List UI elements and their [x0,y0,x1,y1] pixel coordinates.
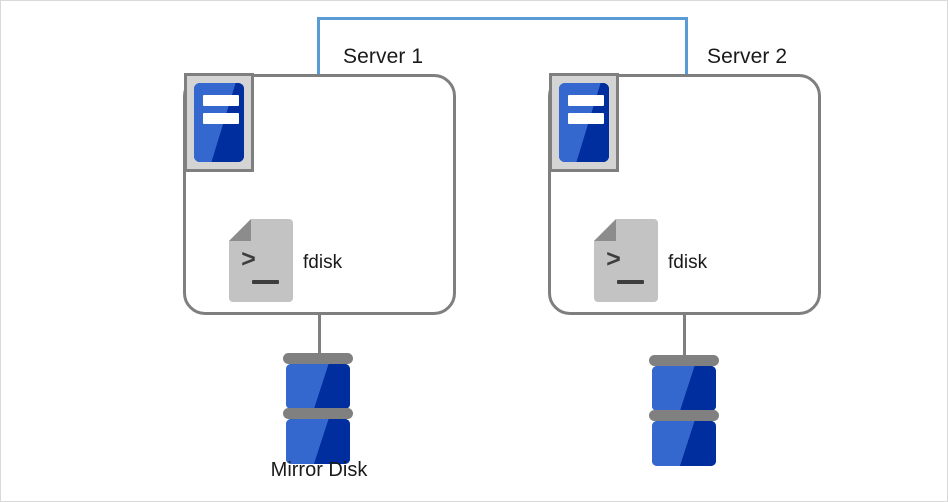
terminal-prompt-glyph: > [606,246,622,275]
server2-label: Server 2 [707,45,788,68]
server2-disk-cable [683,314,686,357]
disk-stack-icon-1 [283,353,353,464]
mirror-disk-label: Mirror Disk [270,459,368,481]
server1-disk-cable [318,314,321,355]
server-chassis-bay-2 [568,113,604,124]
disk1-platter-1-sheen [286,364,350,409]
disk1-platter-2-sheen [286,419,350,464]
interconnect-right-segment [685,17,688,76]
server-chassis-body [559,83,609,162]
server1-label: Server 1 [343,45,424,68]
disk2-bar-top [649,355,719,366]
terminal-cursor-glyph [617,280,644,284]
terminal-prompt-glyph: > [241,246,257,275]
disk1-platter-1 [286,364,350,409]
document-fold-corner [594,219,616,241]
disk2-platter-1 [652,366,716,411]
server-chassis-body [194,83,244,162]
terminal-cursor-glyph [252,280,279,284]
interconnect-top-segment [317,17,688,20]
server1-app-label: fdisk [303,252,343,273]
disk1-bar-middle [283,408,353,419]
server-chassis-icon [184,73,254,172]
interconnect-left-segment [317,17,320,76]
document-fold-corner [229,219,251,241]
server2-app-label: fdisk [668,252,708,273]
server-chassis-bay-1 [203,95,239,106]
disk2-platter-2-sheen [652,421,716,466]
server-chassis-icon [549,73,619,172]
disk1-bar-top [283,353,353,364]
disk2-platter-1-sheen [652,366,716,411]
terminal-document-icon: > [229,219,293,302]
server-chassis-bay-1 [568,95,604,106]
disk2-bar-middle [649,410,719,421]
disk2-platter-2 [652,421,716,466]
disk1-platter-2 [286,419,350,464]
terminal-document-icon: > [594,219,658,302]
disk-stack-icon-2 [649,355,719,466]
server-chassis-bay-2 [203,113,239,124]
server-interconnect-link [317,17,688,76]
